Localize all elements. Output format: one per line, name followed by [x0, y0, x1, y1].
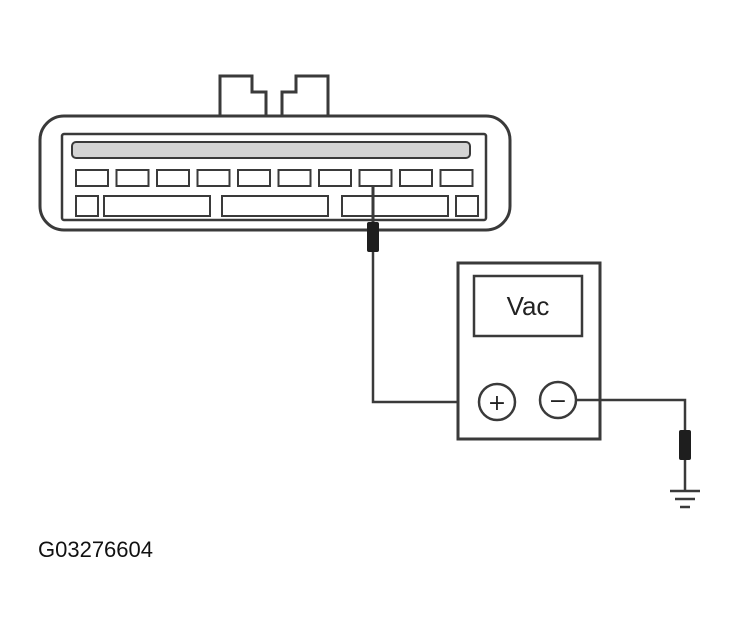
- connector-pin-cavity: [237, 169, 271, 187]
- connector-pin-cavity: [277, 169, 312, 187]
- positive-terminal-symbol: +: [488, 391, 506, 416]
- connector-latch: [218, 74, 330, 118]
- positive-probe: [367, 222, 379, 252]
- meter-display: [472, 274, 584, 338]
- negative-probe: [679, 430, 691, 460]
- multimeter: Vac + −: [456, 261, 602, 441]
- connector-pin-cavity: [358, 169, 393, 187]
- positive-terminal: [477, 382, 517, 422]
- connector-pin-row: [75, 169, 474, 187]
- ground-icon: [670, 489, 700, 509]
- connector-pin-cavity: [156, 169, 190, 187]
- connector-pin-cavity: [318, 169, 352, 187]
- negative-test-lead: [576, 398, 691, 490]
- connector-pin-cavity: [196, 169, 231, 187]
- positive-test-lead: [367, 186, 478, 404]
- negative-terminal-symbol: −: [549, 389, 567, 414]
- connector-pin-cavity: [75, 169, 109, 187]
- figure-id: G03276604: [38, 537, 153, 562]
- meter-display-text: Vac: [507, 291, 550, 321]
- connector-pin-cavity: [115, 169, 150, 187]
- connector-pin-cavity: [399, 169, 433, 187]
- connector-pin-cavity: [439, 169, 474, 187]
- connector-bottom-cavities: [75, 195, 479, 217]
